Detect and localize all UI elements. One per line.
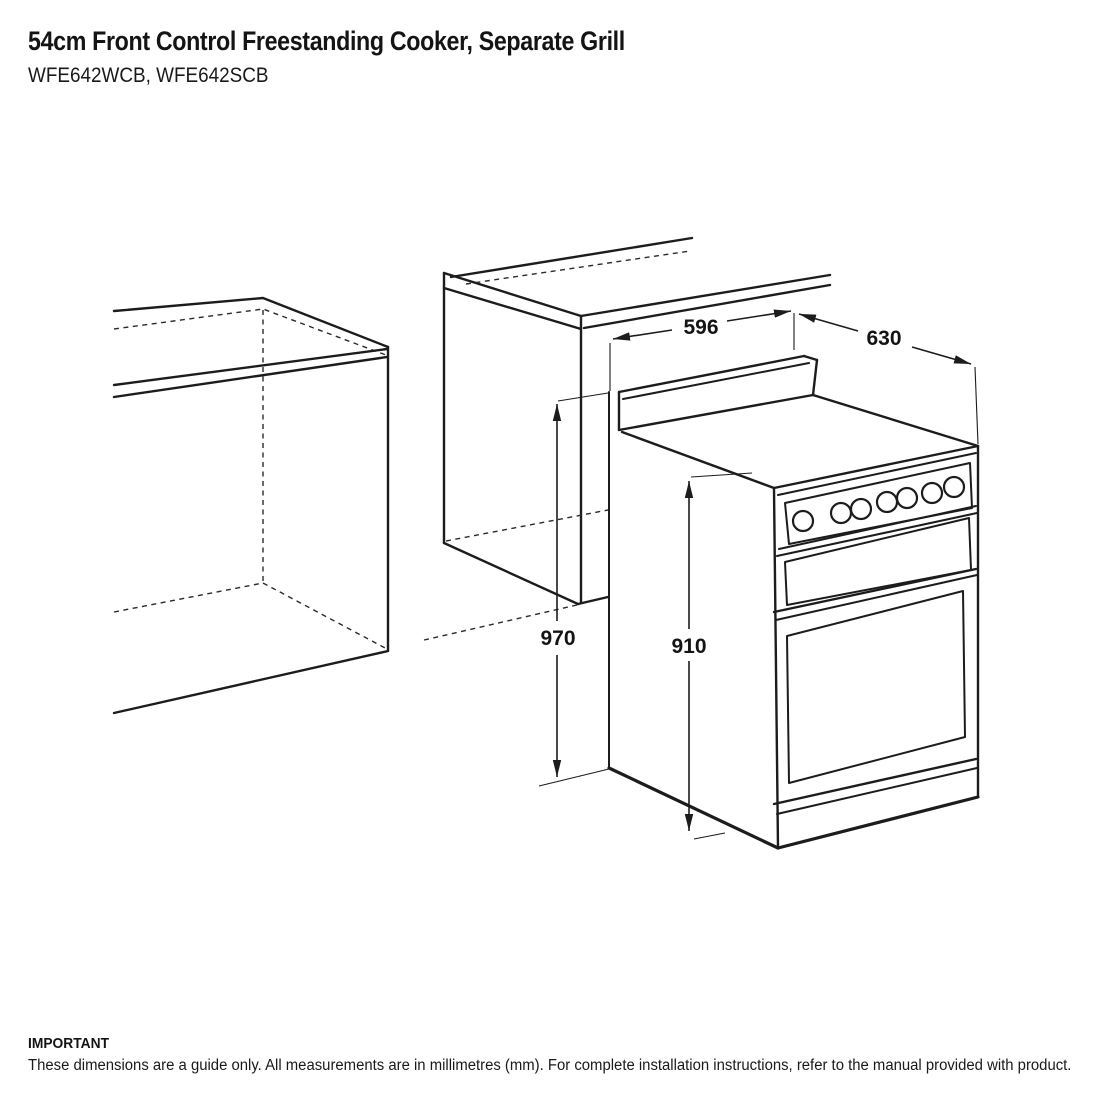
- grill-door-face: [784, 517, 972, 606]
- left-cabinet-hidden-top-edge: [113, 308, 387, 356]
- benchtop-underside-edge: [442, 286, 583, 331]
- footer-heading: IMPORTANT: [28, 1035, 110, 1052]
- dim-630-witness: [974, 366, 979, 445]
- cooker-control-panel: [777, 452, 977, 550]
- cooker-front-left-edge: [772, 487, 780, 850]
- backguard-top-edge: [617, 354, 806, 394]
- model-numbers: WFE642WCB, WFE642SCB: [28, 64, 269, 87]
- dim-910-floor-tick: [693, 832, 726, 840]
- dim-630-arrow-up: [798, 313, 859, 332]
- bench-bottom-right-edge: [576, 595, 610, 606]
- left-cabinet-bottom-front-edge: [112, 649, 390, 715]
- dim-970-extension-top: [557, 392, 609, 402]
- backguard-front-top-edge: [622, 362, 810, 400]
- dim-label-opening-height: 970: [540, 627, 575, 650]
- control-panel-top-edge: [777, 452, 977, 496]
- dim-label-cooker-depth: 630: [866, 327, 901, 350]
- left-cabinet-hidden-bottom-right-edge: [262, 582, 388, 650]
- dim-label-cooker-height: 910: [671, 635, 706, 658]
- control-knob: [875, 490, 899, 514]
- benchtop-return-top-edge: [579, 273, 832, 318]
- cooker-backguard: [617, 354, 819, 432]
- dim-label-opening-width: 596: [683, 316, 718, 339]
- control-knob: [791, 509, 815, 533]
- bench-hidden-bottom-back-edge: [445, 509, 609, 542]
- grill-door-bottom-edge: [772, 567, 978, 614]
- control-knob: [829, 501, 853, 525]
- oven-door-bottom-edge: [772, 757, 978, 806]
- left-cabinet-counter-front-edge: [112, 347, 389, 387]
- backguard-top-end-edge: [802, 354, 819, 362]
- dim-630-arrow-down: [911, 346, 972, 365]
- dim-970-floor-tick: [538, 768, 610, 787]
- control-knobs: [791, 475, 966, 533]
- bench-bottom-front-edge: [442, 541, 580, 606]
- cooktop-right-edge: [811, 393, 980, 448]
- cooker-cooktop: [620, 393, 980, 490]
- oven-door-top-edge: [775, 574, 978, 621]
- control-panel-bottom-edge: [778, 505, 977, 550]
- dim-cooker-depth: 630: [798, 313, 979, 445]
- dim-opening-height: 970: [538, 392, 610, 787]
- control-knob: [920, 481, 944, 505]
- control-knob: [895, 486, 919, 510]
- cooktop-left-edge: [620, 430, 776, 490]
- left-cabinet-drawing: [112, 296, 390, 715]
- cooker-oven-door: [772, 574, 978, 806]
- benchtop-back-edge: [449, 236, 694, 279]
- benchtop-front-edge: [442, 271, 583, 318]
- dim-596-arrow-left: [612, 329, 673, 341]
- benchtop-return-underside-edge: [582, 283, 832, 330]
- dim-910-extension-top: [690, 472, 753, 478]
- oven-door-panel: [786, 590, 966, 784]
- cooker-bottom-front-edge: [776, 795, 980, 850]
- dim-596-arrow-right: [726, 309, 792, 322]
- cooker-drawing: [607, 354, 980, 850]
- left-cabinet-hidden-bottom-left-edge: [113, 582, 264, 613]
- footer-note: These dimensions are a guide only. All m…: [28, 1057, 1072, 1074]
- cooktop-front-edge: [772, 444, 980, 490]
- bench-drawing: [423, 236, 832, 769]
- grill-door-top-edge: [776, 512, 978, 557]
- backguard-right-end-edge: [811, 358, 819, 397]
- control-knob: [942, 475, 966, 499]
- control-panel-face: [784, 462, 973, 545]
- left-cabinet-counter-underside-edge: [112, 355, 389, 399]
- cooker-bottom-side-edge: [607, 766, 780, 850]
- bench-hidden-bottom-edge: [423, 604, 578, 641]
- cooker-grill-door: [772, 512, 978, 614]
- kick-panel-top-edge: [776, 767, 978, 815]
- backguard-bottom-edge: [617, 393, 815, 432]
- control-knob: [849, 497, 873, 521]
- page-title: 54cm Front Control Freestanding Cooker, …: [28, 26, 625, 56]
- dim-opening-width: 596: [609, 309, 795, 391]
- left-cabinet-top-back-edge: [112, 296, 390, 349]
- dim-cooker-height: 910: [671, 472, 753, 840]
